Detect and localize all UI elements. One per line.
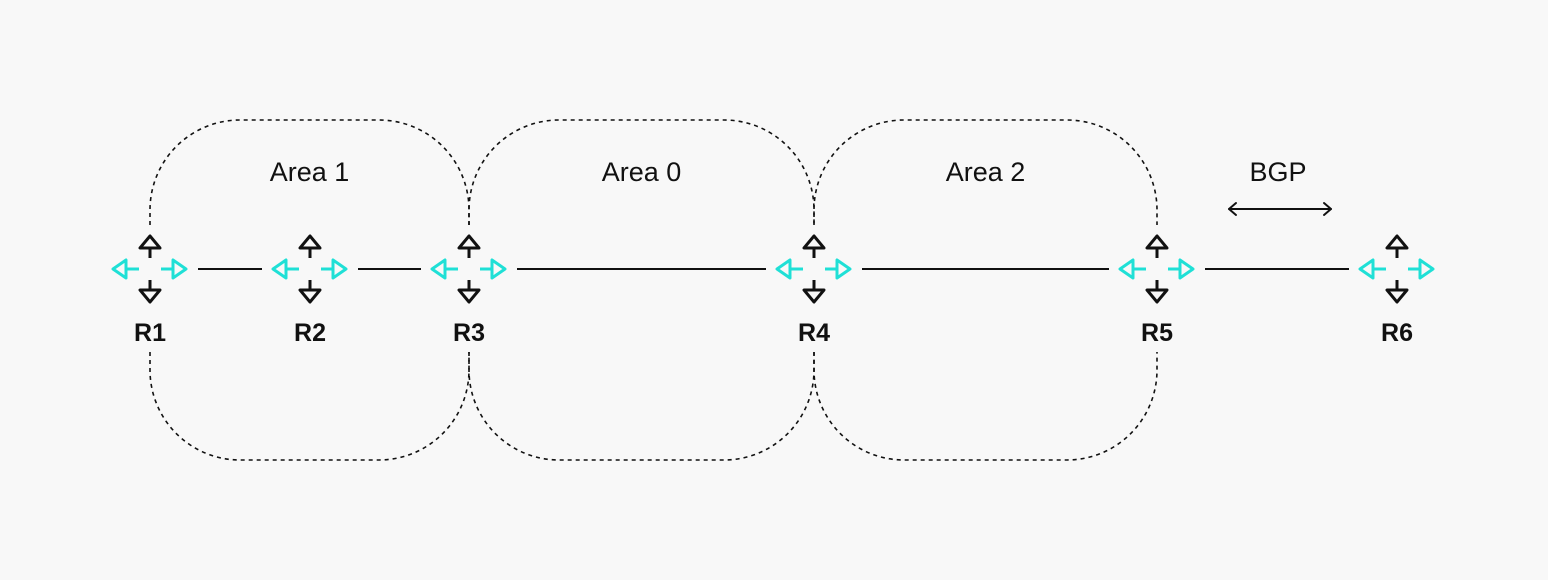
area-boundary-bottom — [813, 352, 1158, 461]
router-icon — [1118, 234, 1195, 304]
router-icon — [1358, 234, 1435, 304]
routers: R1 R2 R3 R4 R5 R6 — [111, 234, 1435, 347]
area-area-2: Area 2 — [813, 119, 1158, 461]
router-label: R3 — [453, 319, 485, 347]
bidirectional-arrow-icon — [1228, 202, 1332, 216]
router-label: R5 — [1141, 319, 1173, 347]
area-area-1: Area 1 — [149, 119, 470, 461]
router-label: R2 — [294, 319, 326, 347]
router-r5[interactable]: R5 — [1118, 234, 1195, 347]
router-r6[interactable]: R6 — [1358, 234, 1435, 347]
router-r1[interactable]: R1 — [111, 234, 188, 347]
router-icon — [775, 234, 852, 304]
area-boundary-bottom — [468, 352, 815, 461]
area-label: Area 2 — [946, 157, 1026, 187]
area-label: Area 0 — [602, 157, 682, 187]
router-icon — [111, 234, 188, 304]
area-boundary-top — [149, 119, 470, 225]
router-label: R1 — [134, 319, 166, 347]
bgp-label: BGP — [1249, 157, 1306, 187]
router-r3[interactable]: R3 — [430, 234, 507, 347]
area-label: Area 1 — [270, 157, 350, 187]
router-r2[interactable]: R2 — [271, 234, 348, 347]
bgp-annotation: BGP — [1228, 157, 1332, 216]
area-area-0: Area 0 — [468, 119, 815, 461]
areas: Area 1 Area 0 Area 2 — [149, 119, 1158, 461]
router-r4[interactable]: R4 — [775, 234, 852, 347]
area-boundary-bottom — [149, 352, 470, 461]
router-label: R4 — [798, 319, 830, 347]
router-icon — [271, 234, 348, 304]
router-icon — [430, 234, 507, 304]
area-boundary-top — [813, 119, 1158, 225]
router-label: R6 — [1381, 319, 1413, 347]
